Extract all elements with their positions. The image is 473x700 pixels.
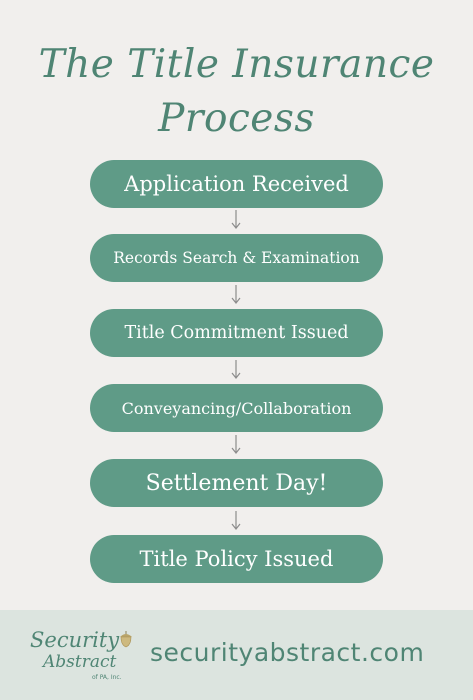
page-title-line-2: Process [158,96,315,141]
step-conveyancing: Conveyancing/Collaboration [90,384,383,432]
footer-bar: Security Abstract of PA, Inc. securityab… [0,610,473,700]
down-arrow-icon [231,210,241,229]
company-logo: Security Abstract of PA, Inc. [30,624,140,690]
logo-word-security: Security [30,628,120,652]
acorn-icon [120,631,132,648]
step-settlement-day: Settlement Day! [90,459,383,507]
down-arrow-icon [231,360,241,379]
logo-word-abstract: Abstract [43,652,117,672]
step-title-policy-issued: Title Policy Issued [90,535,383,583]
step-title-commitment: Title Commitment Issued [90,309,383,357]
down-arrow-icon [231,435,241,454]
logo-subtitle: of PA, Inc. [92,674,122,681]
step-records-search: Records Search & Examination [90,234,383,282]
down-arrow-icon [231,511,241,530]
step-application-received: Application Received [90,160,383,208]
page-title-line-1: The Title Insurance [38,42,435,87]
down-arrow-icon [231,285,241,304]
website-link[interactable]: securityabstract.com [150,638,425,667]
